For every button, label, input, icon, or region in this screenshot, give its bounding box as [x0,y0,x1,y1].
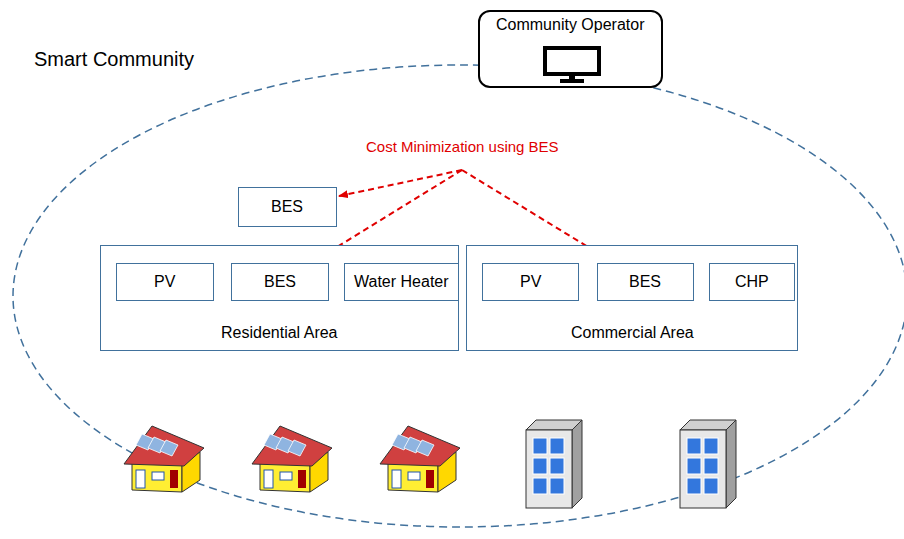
node-text: BES [629,273,661,291]
community-boundary [13,65,904,527]
component-box: PV [116,263,214,301]
house-roof [380,426,460,466]
building-window [704,438,718,454]
node-text: Commercial Area [571,324,694,342]
building-front [526,430,572,508]
component-box: PV [482,263,579,301]
house-door [298,470,306,488]
monitor-screen [545,48,599,74]
house-window [152,472,164,480]
building-window [687,438,701,454]
house-door [136,470,145,488]
house-door [426,470,434,488]
component-box: BES [597,263,694,301]
solar-panel [288,440,306,456]
house-roof [252,426,332,466]
building-window [687,478,701,494]
node-text: Water Heater [354,273,449,291]
building-window [550,438,564,454]
building-window [533,478,547,494]
node-text: CHP [735,273,769,291]
building-window [550,458,564,474]
operator-box: Community Operator [478,10,663,88]
building-side [726,420,736,508]
component-box: CHP [709,263,795,301]
monitor-icon [542,46,602,84]
node-text: PV [520,273,541,291]
monitor-base [560,79,584,83]
buildings [526,420,736,508]
building-window [550,478,564,494]
area-group: Residential Area PV BES Water Heater [100,245,459,351]
building-side [572,420,582,508]
house-door [392,470,401,488]
house-door [170,470,178,488]
solar-panel [416,440,434,456]
node-text: BES [264,273,296,291]
solar-panel [160,440,178,456]
house-window [408,472,420,480]
houses [124,426,460,492]
dashed-arrow [339,170,462,196]
node-text: Community Operator [496,16,645,34]
building-window [704,478,718,494]
building-front [680,430,726,508]
house-roof [124,426,204,466]
building-window [533,438,547,454]
house-window [280,472,292,480]
house-door [264,470,273,488]
building-window [533,458,547,474]
area-group: Commercial Area PV BES CHP [466,245,798,351]
component-box: Water Heater [344,263,459,301]
component-box: BES [231,263,329,301]
annotation-label: Cost Minimization using BES [366,138,559,155]
node-text: BES [271,198,303,216]
node-text: Residential Area [221,324,338,342]
building-window [704,458,718,474]
title-label: Smart Community [34,48,194,71]
component-box: BES [238,187,337,227]
building-window [687,458,701,474]
node-text: PV [154,273,175,291]
